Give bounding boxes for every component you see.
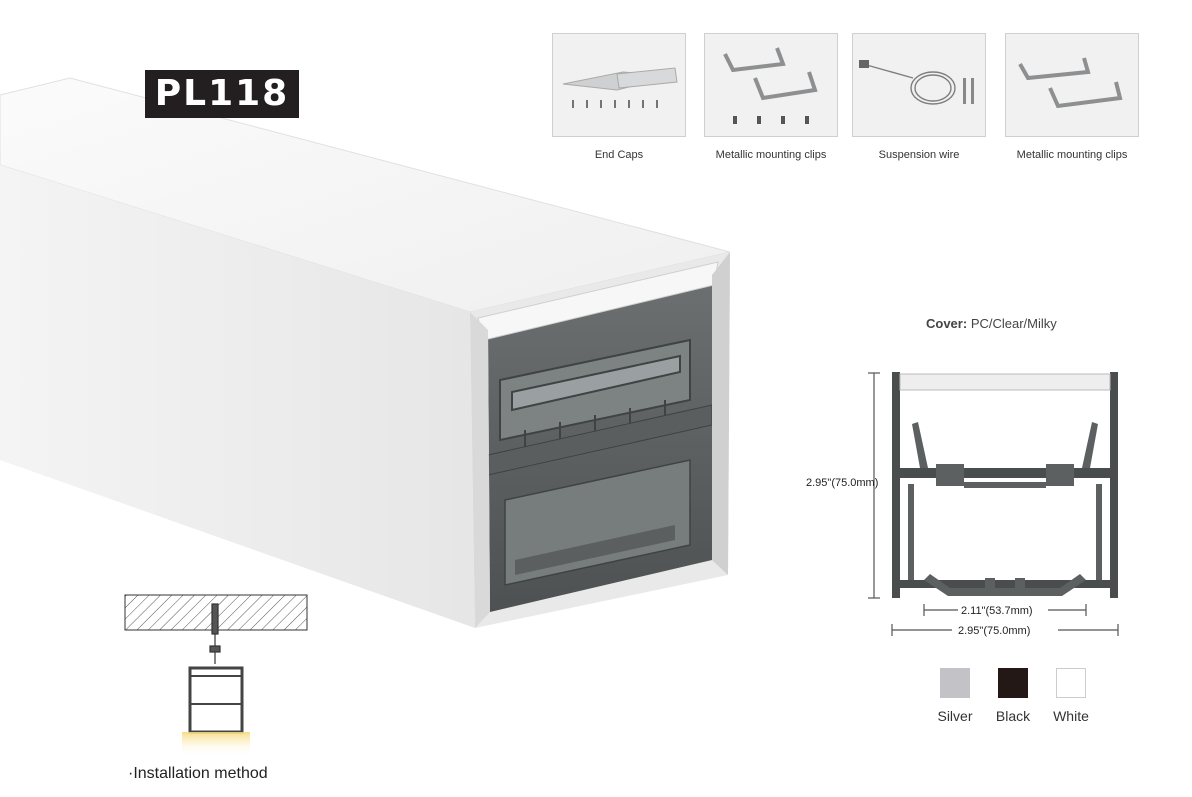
color-label: Silver [937, 708, 973, 724]
color-label: Black [995, 708, 1031, 724]
accessory-label: Metallic mounting clips [715, 149, 827, 161]
accessory-mounting-clips: Metallic mounting clips [704, 33, 838, 161]
cover-label: Cover: [926, 316, 968, 331]
product-hero-image [0, 77, 731, 628]
cross-section-diagram: 2.95"(75.0mm) 2.11"(53.7mm) 2.95"(75.0mm… [806, 372, 1119, 637]
accessories-row: End Caps Metallic mounting clips [552, 33, 1152, 173]
outer-width-dimension: 2.95"(75.0mm) [958, 625, 1030, 637]
mounting-clips-icon [704, 33, 838, 137]
accessory-label: End Caps [594, 149, 644, 161]
height-dimension: 2.95"(75.0mm) [806, 477, 878, 489]
cover-spec: Cover: PC/Clear/Milky [926, 316, 1057, 331]
color-label: White [1053, 708, 1089, 724]
suspension-wire-icon [852, 33, 986, 137]
cover-options: PC/Clear/Milky [970, 316, 1057, 331]
accessory-end-caps: End Caps [552, 33, 686, 161]
color-options: Silver Black White [930, 668, 1100, 728]
product-model-title: PL118 [145, 70, 299, 118]
installation-method-label: ·Installation method [128, 765, 268, 782]
mounting-clips-icon [1005, 33, 1139, 137]
accessory-suspension-wire: Suspension wire [852, 33, 986, 161]
color-option-silver: Silver [930, 668, 980, 724]
accessory-label: Suspension wire [878, 149, 960, 161]
color-option-black: Black [988, 668, 1038, 724]
accessory-mounting-clips-2: Metallic mounting clips [1005, 33, 1139, 161]
inner-width-dimension: 2.11"(53.7mm) [961, 605, 1033, 617]
end-caps-icon [552, 33, 686, 137]
color-chip [998, 668, 1028, 698]
color-chip [1056, 668, 1086, 698]
color-option-white: White [1046, 668, 1096, 724]
accessory-label: Metallic mounting clips [1016, 149, 1128, 161]
color-chip [940, 668, 970, 698]
installation-diagram [124, 594, 308, 756]
